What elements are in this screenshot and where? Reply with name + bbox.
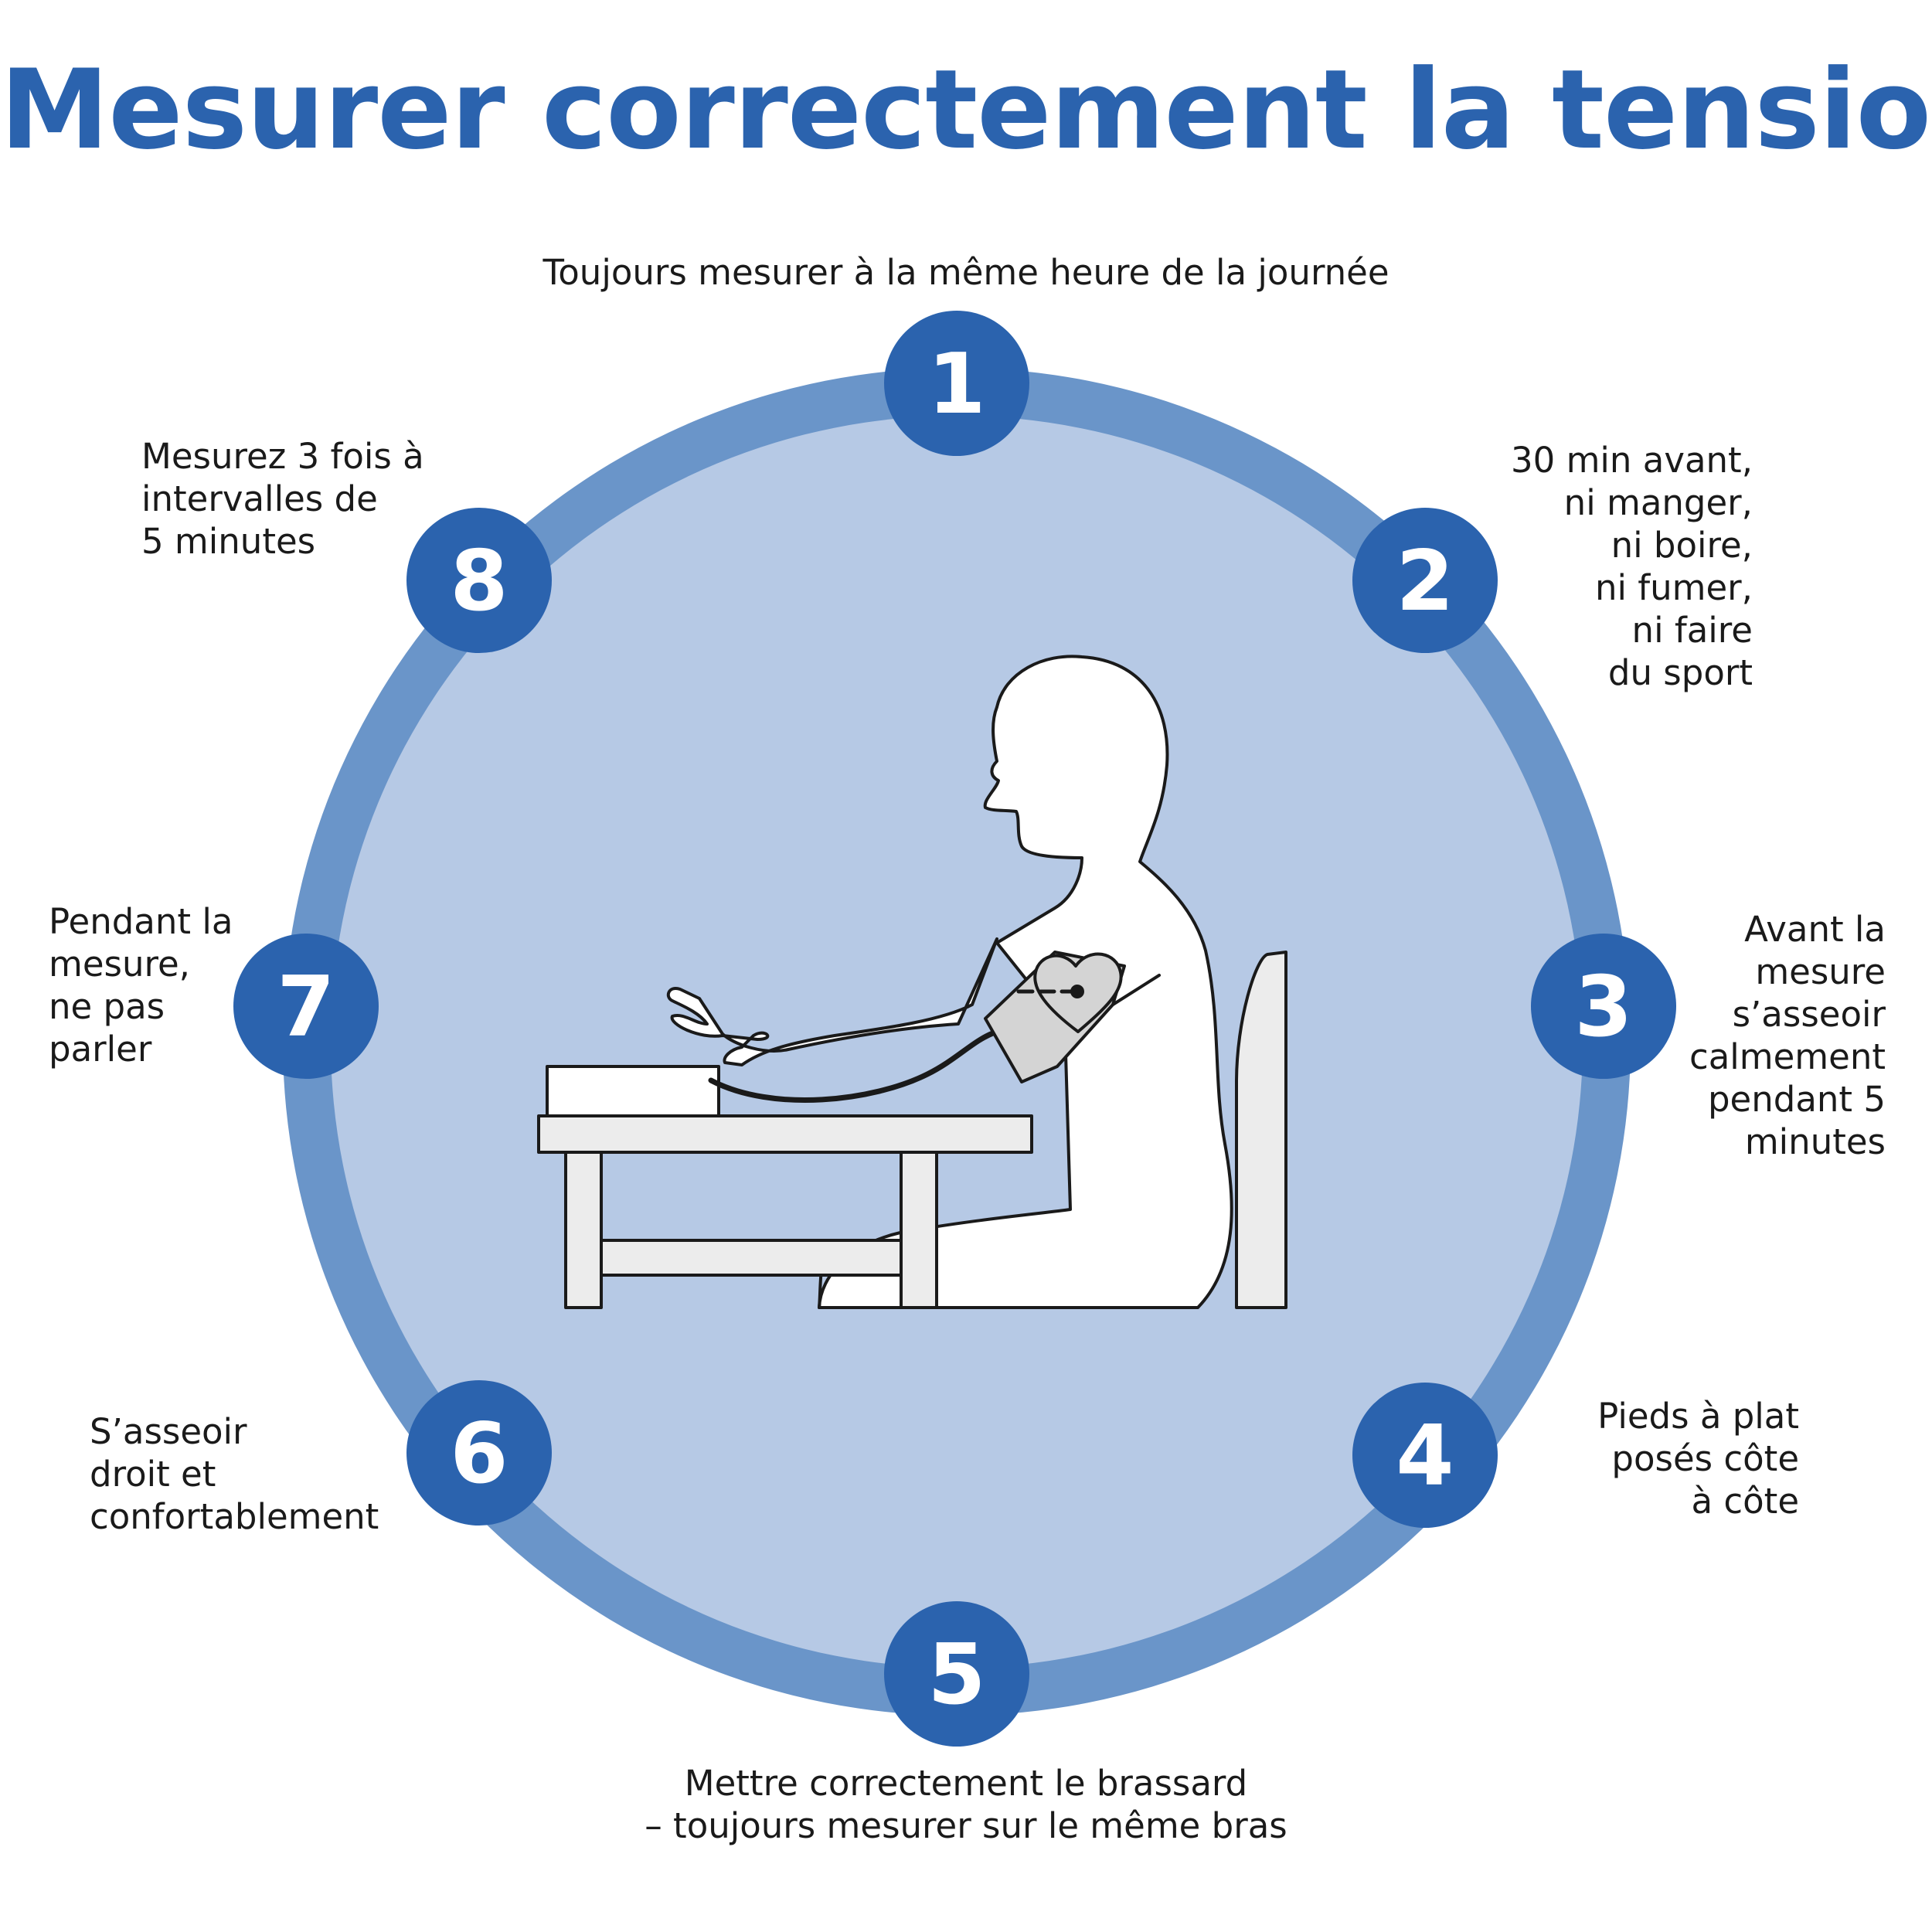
step-7-line: parler xyxy=(49,1029,152,1070)
step-1-line: Toujours mesurer à la même heure de la j… xyxy=(543,252,1389,293)
step-badge-3: 3 xyxy=(1531,934,1676,1079)
step-2-line: ni manger, xyxy=(1563,482,1753,523)
step-badge-7: 7 xyxy=(233,934,379,1079)
blood-pressure-monitor-icon xyxy=(546,1065,720,1117)
step-2-line: du sport xyxy=(1607,652,1753,693)
step-8-line: Mesurez 3 fois à xyxy=(141,436,424,477)
step-label-6: S’asseoir droit et confortablement xyxy=(90,1410,379,1538)
page-title: Mesurer correctement la tension xyxy=(0,46,1932,174)
step-2-line: ni boire, xyxy=(1611,525,1753,566)
step-4-line: posés côte xyxy=(1611,1438,1799,1479)
step-5-line: – toujours mesurer sur le même bras xyxy=(645,1805,1287,1846)
step-number-5: 5 xyxy=(927,1627,985,1723)
step-badge-6: 6 xyxy=(406,1380,552,1526)
step-number-4: 4 xyxy=(1396,1408,1454,1505)
step-number-1: 1 xyxy=(927,336,985,433)
step-number-3: 3 xyxy=(1574,959,1632,1056)
step-label-8: Mesurez 3 fois à intervalles de 5 minute… xyxy=(141,435,424,563)
step-label-1: Toujours mesurer à la même heure de la j… xyxy=(0,251,1932,294)
step-5-line: Mettre correctement le brassard xyxy=(684,1763,1248,1804)
step-label-3: Avant la mesure s’asseoir calmement pend… xyxy=(1689,908,1886,1163)
step-4-line: à côte xyxy=(1691,1481,1799,1522)
step-badge-1: 1 xyxy=(884,311,1029,456)
step-badge-5: 5 xyxy=(884,1601,1029,1747)
heart-icon xyxy=(1016,952,1123,1033)
step-3-line: pendant 5 xyxy=(1707,1079,1886,1120)
chair-icon xyxy=(1235,951,1287,1309)
step-number-6: 6 xyxy=(450,1406,508,1502)
step-badge-4: 4 xyxy=(1352,1383,1498,1528)
step-3-line: mesure xyxy=(1755,951,1886,992)
inner-disc xyxy=(331,416,1583,1668)
step-2-line: ni faire xyxy=(1631,610,1753,651)
step-badge-8: 8 xyxy=(406,508,552,653)
step-8-line: intervalles de xyxy=(141,478,378,519)
step-6-line: confortablement xyxy=(90,1496,379,1537)
step-label-4: Pieds à plat posés côte à côte xyxy=(1597,1395,1799,1522)
step-2-line: ni fumer, xyxy=(1594,567,1753,608)
step-label-2: 30 min avant, ni manger, ni boire, ni fu… xyxy=(1511,439,1753,694)
step-7-line: Pendant la xyxy=(49,901,233,942)
step-6-line: droit et xyxy=(90,1454,216,1495)
step-badge-2: 2 xyxy=(1352,508,1498,653)
step-3-line: minutes xyxy=(1744,1121,1886,1162)
step-7-line: ne pas xyxy=(49,986,165,1027)
step-label-7: Pendant la mesure, ne pas parler xyxy=(49,900,233,1070)
step-2-line: 30 min avant, xyxy=(1511,440,1753,481)
step-7-line: mesure, xyxy=(49,944,190,985)
step-3-line: Avant la xyxy=(1744,909,1886,950)
step-3-line: calmement xyxy=(1689,1036,1886,1077)
step-3-line: s’asseoir xyxy=(1732,994,1886,1035)
step-number-7: 7 xyxy=(277,959,335,1056)
step-number-2: 2 xyxy=(1396,533,1454,630)
step-number-8: 8 xyxy=(450,533,508,630)
illustration xyxy=(537,655,1287,1309)
step-label-5: Mettre correctement le brassard – toujou… xyxy=(0,1762,1932,1847)
step-8-line: 5 minutes xyxy=(141,521,316,562)
step-4-line: Pieds à plat xyxy=(1597,1396,1799,1437)
step-6-line: S’asseoir xyxy=(90,1411,247,1452)
hose xyxy=(708,1029,1000,1103)
table-icon xyxy=(537,1114,1033,1309)
